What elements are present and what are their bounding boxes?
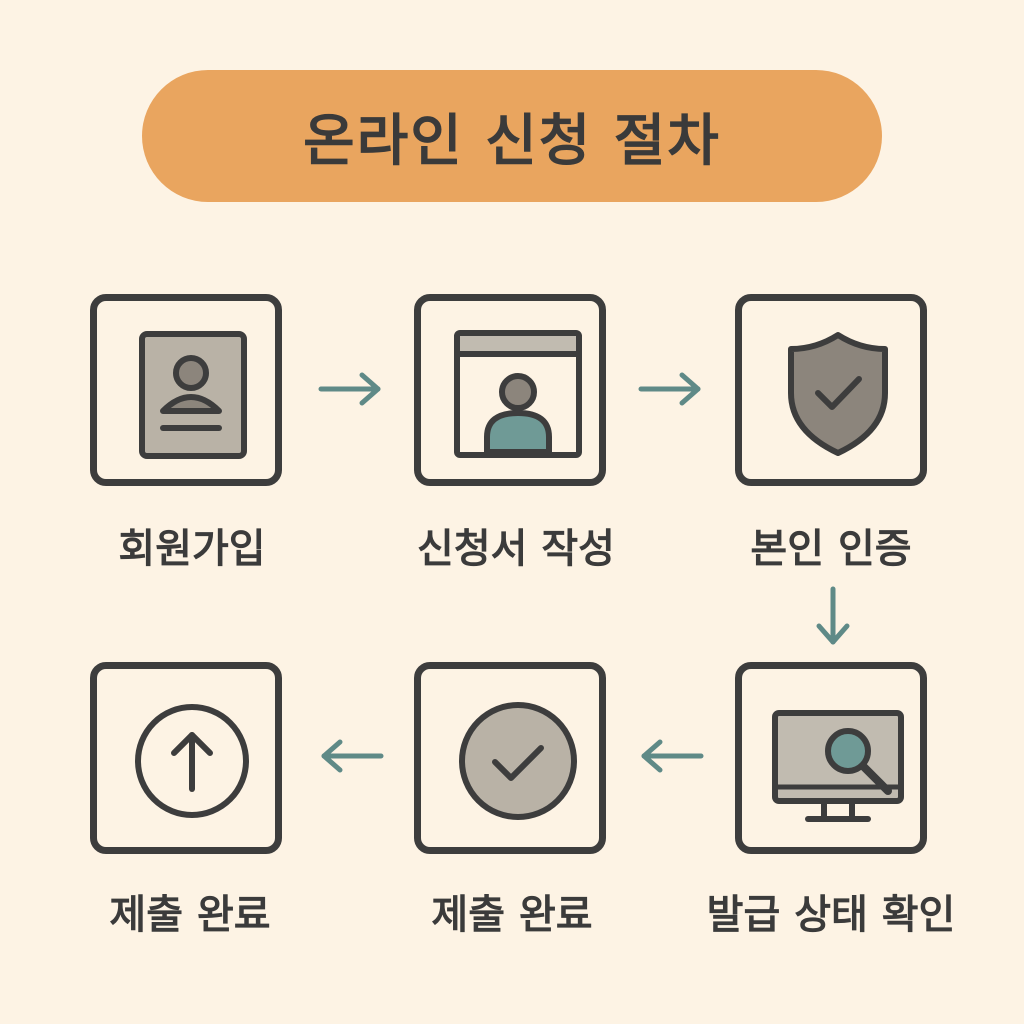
- arrow-down-icon: [815, 586, 851, 648]
- step-application: [414, 294, 606, 486]
- arrow-right-icon: [638, 371, 704, 407]
- upload-arrow-icon: [135, 704, 249, 818]
- step-status-check: [735, 662, 927, 854]
- step-label-status-check: 발급 상태 확인: [706, 892, 956, 938]
- step-label-verification: 본인 인증: [750, 526, 912, 572]
- check-circle-icon: [459, 702, 577, 820]
- application-form-icon: [454, 330, 582, 458]
- step-verification: [735, 294, 927, 486]
- arrow-left-icon: [638, 738, 704, 774]
- title-banner: 온라인 신청 절차: [142, 70, 882, 202]
- step-label-signup: 회원가입: [118, 526, 266, 572]
- arrow-left-icon: [318, 738, 384, 774]
- page-title: 온라인 신청 절차: [303, 108, 721, 174]
- id-card-icon: [139, 331, 247, 459]
- monitor-search-icon: [772, 710, 904, 822]
- arrow-right-icon: [318, 371, 384, 407]
- step-label-submit-check: 제출 완료: [431, 892, 593, 938]
- step-label-submit-upload: 제출 완료: [109, 892, 271, 938]
- shield-check-icon: [788, 332, 888, 456]
- step-submit-check: [414, 662, 606, 854]
- step-signup: [90, 294, 282, 486]
- step-label-application: 신청서 작성: [417, 526, 615, 572]
- step-submit-upload: [90, 662, 282, 854]
